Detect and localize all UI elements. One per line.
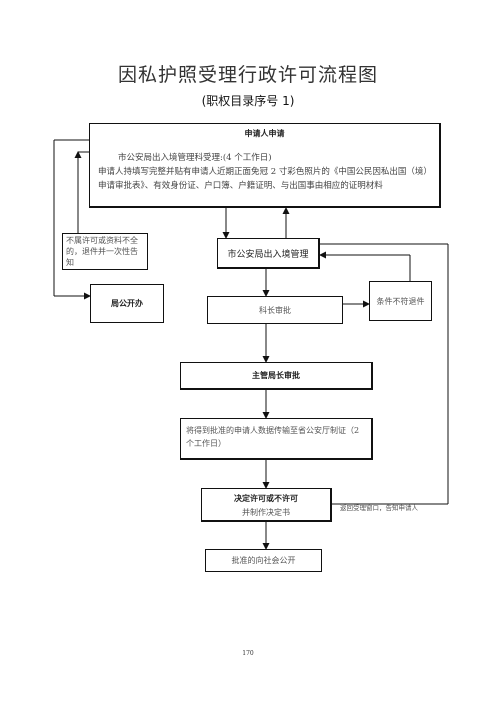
condition-fail-label: 条件不符退件 <box>376 296 425 306</box>
city-bureau-label: 市公安局出入境管理 <box>227 249 309 260</box>
decision-title: 决定许可或不许可 <box>234 494 298 503</box>
reject-notice-box: 不属许可或资料不全的，退件并一次性告知 <box>62 233 148 270</box>
reject-notice-text: 不属许可或资料不全的，退件并一次性告知 <box>66 236 138 267</box>
transmit-label: 将得到批准的申请人数据传输至省公安厅制证（2 个工作日） <box>186 426 360 448</box>
decision-subtitle: 并制作决定书 <box>242 508 290 517</box>
decision-box: 决定许可或不许可 并制作决定书 <box>201 488 332 522</box>
return-note: 返回受理窗口，告知申请人 <box>340 504 418 512</box>
condition-fail-box: 条件不符退件 <box>369 281 432 321</box>
director-label: 主管局长审批 <box>252 371 300 380</box>
page-title: 因私护照受理行政许可流程图 <box>117 64 378 86</box>
publish-box: 批准的向社会公开 <box>205 549 322 572</box>
applicant-box: 申请人申请 市公安局出入境管理科受理:(4 个工作日) 申请人持填写完整并贴有申… <box>89 123 441 208</box>
page-subtitle: (职权目录序号 1) <box>201 94 295 108</box>
publish-label: 批准的向社会公开 <box>231 556 296 565</box>
director-box: 主管局长审批 <box>180 362 373 390</box>
applicant-line2: 申请人持填写完整并贴有申请人近期正面免冠 2 寸彩色照片的《中国公民因私出国（境… <box>98 167 428 191</box>
applicant-title: 申请人申请 <box>244 129 285 138</box>
transmit-box: 将得到批准的申请人数据传输至省公安厅制证（2 个工作日） <box>180 418 373 460</box>
city-bureau-box: 市公安局出入境管理 <box>217 238 320 269</box>
section-chief-label: 科长审批 <box>259 305 291 315</box>
bureau-office-label: 局公开办 <box>111 299 143 308</box>
page-number: 170 <box>242 650 254 657</box>
section-chief-box: 科长审批 <box>207 296 343 324</box>
applicant-line1: 市公安局出入境管理科受理:(4 个工作日) <box>118 153 272 163</box>
bureau-office-box: 局公开办 <box>90 284 164 323</box>
